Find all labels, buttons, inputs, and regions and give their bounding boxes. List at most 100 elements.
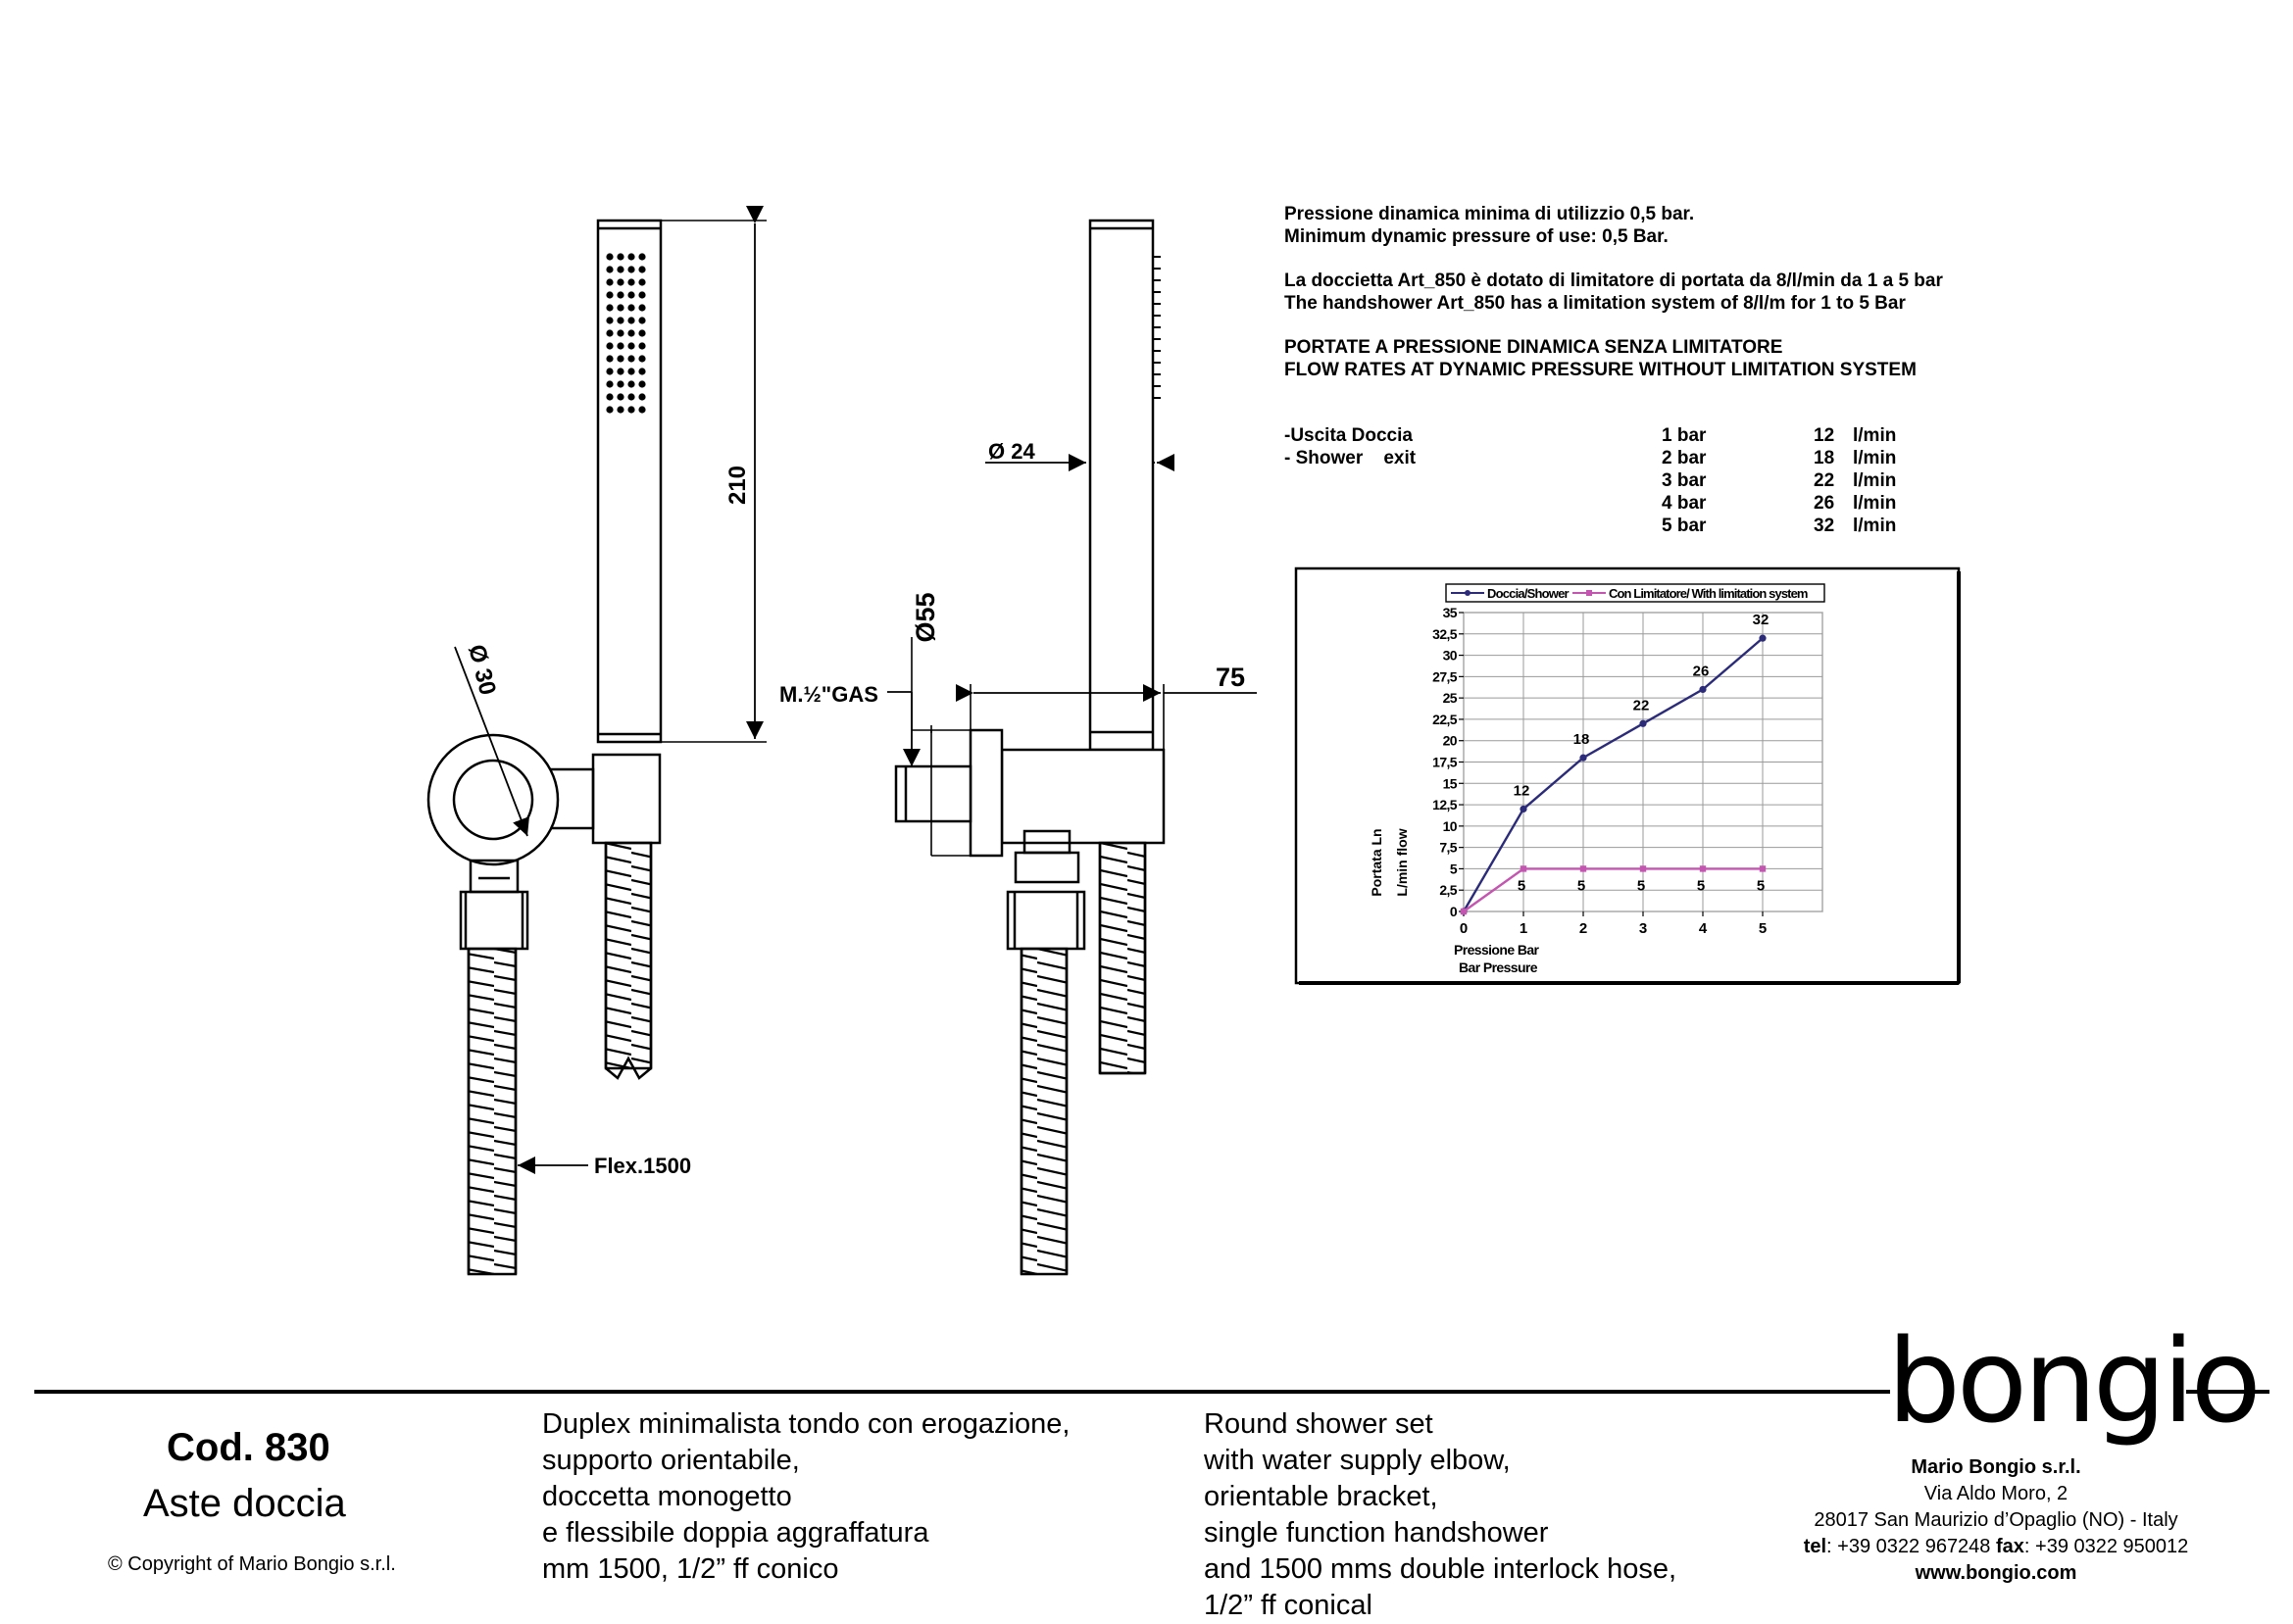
y-tick-label: 2,5	[1439, 882, 1457, 898]
chart-data-labels: 12 18 22 26 32 5 5 5 5 5	[1514, 612, 1770, 894]
series-1-point	[1759, 634, 1767, 642]
company-name: Mario Bongio s.r.l.	[1911, 1456, 2081, 1478]
product-code: Cod. 830	[167, 1426, 330, 1469]
series-2-point	[1579, 865, 1587, 872]
dim-diam-55: Ø55	[911, 592, 940, 642]
y-tick-label: 27,5	[1432, 668, 1458, 684]
flow-row-1-value: 12	[1814, 425, 1835, 446]
description-it-line: Duplex minimalista tondo con erogazione,	[542, 1408, 1071, 1440]
dim-210: 210	[724, 466, 751, 505]
description-it-line: e flessibile doppia aggraffatura	[542, 1517, 929, 1549]
flow-row-3-value: 22	[1814, 470, 1835, 491]
series-1-point	[1579, 754, 1587, 762]
x-tick-label: 3	[1639, 920, 1647, 937]
data-label-series-1: 18	[1573, 731, 1590, 748]
bongio-logo: bongio	[1887, 1313, 2262, 1449]
data-label-series-2: 5	[1577, 877, 1585, 894]
x-tick-label: 0	[1460, 920, 1468, 937]
series-2-point	[1639, 865, 1647, 872]
y-tick-label: 32,5	[1432, 626, 1458, 642]
flow-row-2-value: 18	[1814, 448, 1835, 468]
company-info: Mario Bongio s.r.l. Via Aldo Moro, 2 280…	[1751, 1454, 2241, 1587]
flow-row-4-value: 26	[1814, 493, 1835, 514]
company-address-2: 28017 San Maurizio d’Opaglio (NO) - Ital…	[1814, 1509, 2178, 1531]
x-axis-label-2: Bar Pressure	[1459, 960, 1538, 975]
product-name: Aste doccia	[143, 1482, 346, 1525]
flow-row-5-value: 32	[1814, 516, 1835, 536]
x-tick-label: 2	[1579, 920, 1587, 937]
x-tick-label: 5	[1759, 920, 1767, 937]
data-label-series-1: 12	[1514, 782, 1530, 799]
flow-row-4-unit: l/min	[1853, 493, 1897, 514]
data-label-series-1: 22	[1633, 697, 1650, 714]
series-1-point	[1699, 685, 1707, 694]
series-1-point	[1639, 719, 1647, 727]
description-en: Round shower set with water supply elbow…	[1204, 1406, 1676, 1624]
y-tick-label: 7,5	[1439, 840, 1457, 856]
data-label-series-2: 5	[1697, 877, 1705, 894]
description-it-line: mm 1500, 1/2” ff conico	[542, 1553, 839, 1585]
y-tick-label: 12,5	[1432, 797, 1458, 812]
data-label-series-2: 5	[1757, 877, 1765, 894]
company-address-1: Via Aldo Moro, 2	[1923, 1483, 2069, 1504]
x-tick-label: 4	[1699, 920, 1708, 937]
y-tick-label: 30	[1443, 648, 1458, 664]
chart-series	[1460, 634, 1767, 915]
description-en-line: and 1500 mms double interlock hose,	[1204, 1553, 1677, 1585]
data-label-series-1: 32	[1753, 612, 1770, 628]
data-label-series-2: 5	[1637, 877, 1645, 894]
description-it-line: supporto orientabile,	[542, 1445, 800, 1476]
flow-row-4-bar: 4 bar	[1662, 493, 1707, 514]
description-en-line: orientable bracket,	[1204, 1481, 1438, 1512]
flow-row-1-unit: l/min	[1853, 425, 1897, 446]
y-tick-label: 35	[1443, 605, 1458, 620]
fax-number: : +39 0322 950012	[2023, 1536, 2189, 1557]
note-heading-en: FLOW RATES AT DYNAMIC PRESSURE WITHOUT L…	[1284, 360, 1917, 380]
company-contacts: tel: +39 0322 967248 fax: +39 0322 95001…	[1751, 1534, 2241, 1560]
flow-row-3-bar: 3 bar	[1662, 470, 1707, 491]
flow-label-en: - Shower exit	[1284, 448, 1417, 468]
series-2-point	[1699, 865, 1707, 872]
note-min-pressure-en: Minimum dynamic pressure of use: 0,5 Bar…	[1284, 226, 1669, 247]
flow-row-5-bar: 5 bar	[1662, 516, 1707, 536]
series-1-point	[1520, 805, 1527, 813]
note-min-pressure-it: Pressione dinamica minima di utilizzio 0…	[1284, 204, 1695, 224]
data-label-series-2: 5	[1518, 877, 1525, 894]
y-tick-label: 5	[1450, 861, 1458, 876]
flow-row-3-unit: l/min	[1853, 470, 1897, 491]
tel-number: : +39 0322 967248	[1826, 1536, 1996, 1557]
y-tick-label: 22,5	[1432, 712, 1458, 727]
front-view	[426, 206, 767, 1276]
side-view	[887, 219, 1257, 1276]
description-it-line: doccetta monogetto	[542, 1481, 792, 1512]
y-tick-label: 25	[1443, 690, 1458, 706]
note-limiter-en: The handshower Art_850 has a limitation …	[1284, 293, 1906, 314]
y-tick-label: 17,5	[1432, 755, 1458, 770]
description-it: Duplex minimalista tondo con erogazione,…	[542, 1406, 1070, 1588]
dim-75: 75	[1216, 663, 1245, 692]
note-limiter-it: La doccietta Art_850 è dotato di limitat…	[1284, 271, 1943, 291]
flow-row-2-bar: 2 bar	[1662, 448, 1707, 468]
dim-flex: Flex.1500	[594, 1154, 691, 1178]
flow-label-it: -Uscita Doccia	[1284, 425, 1413, 446]
nozzle-profile	[1152, 253, 1161, 408]
series-2-point	[1520, 865, 1527, 872]
series-2-point	[1460, 908, 1468, 915]
y-axis-label-2: L/min flow	[1394, 828, 1410, 896]
description-en-line: single function handshower	[1204, 1517, 1549, 1549]
nozzle-dots	[606, 253, 646, 414]
series-line-2	[1463, 867, 1763, 912]
description-en-line: Round shower set	[1204, 1408, 1433, 1440]
legend-limiter: Con Limitatore/ With limitation system	[1609, 586, 1808, 601]
legend-shower: Doccia/Shower	[1487, 586, 1570, 601]
description-en-line: 1/2” ff conical	[1204, 1590, 1372, 1621]
company-website[interactable]: www.bongio.com	[1915, 1562, 2077, 1584]
flow-row-5-unit: l/min	[1853, 516, 1897, 536]
series-line-1	[1462, 637, 1764, 912]
y-tick-label: 10	[1443, 818, 1458, 834]
data-label-series-1: 26	[1693, 663, 1710, 679]
y-tick-label: 15	[1443, 775, 1458, 791]
fax-label: fax	[1996, 1536, 2024, 1557]
